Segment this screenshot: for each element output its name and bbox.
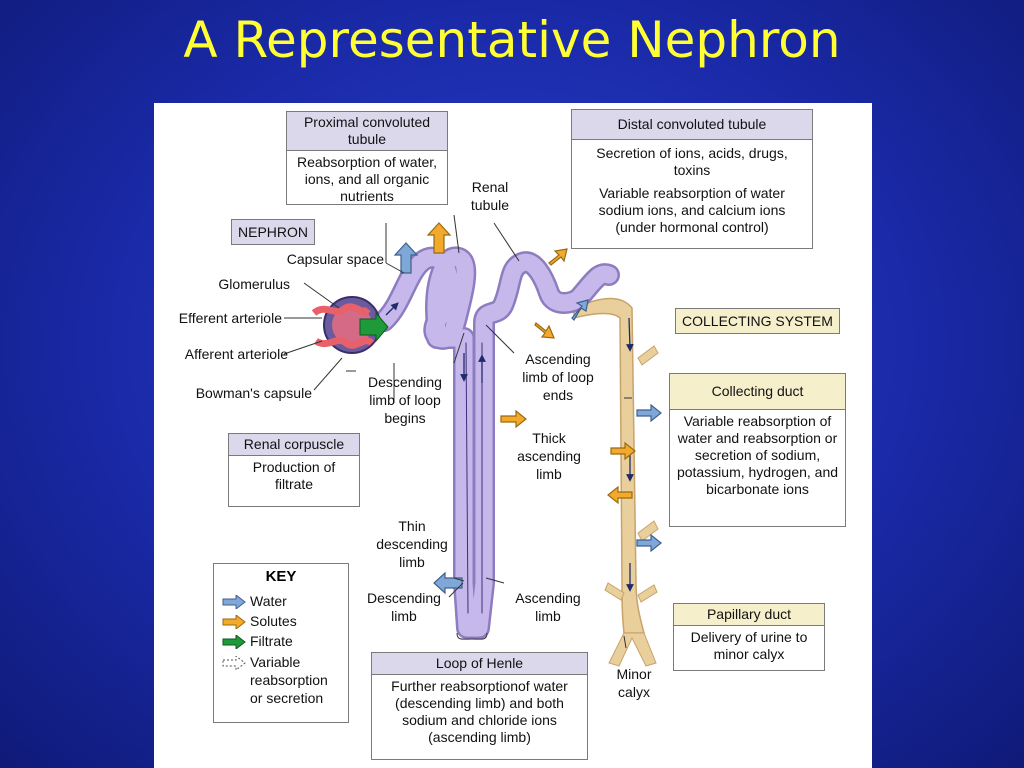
slide-title: A Representative Nephron [183,11,841,69]
collecting-duct-body: Variable reabsorption of water and reabs… [676,413,839,497]
thick-ascending-limb-label: Thick ascending limb [517,430,581,482]
ascending-limb-label: Ascending limb [515,590,581,624]
dct-body-2: Variable reabsorption of water sodium io… [598,185,786,235]
nephron-figure: Proximal convoluted tubule Reabsorption … [154,103,872,768]
descending-limb-label: Descending limb [367,590,441,624]
key-title: KEY [265,568,297,585]
collecting-duct-box: Collecting duct Variable reabsorption of… [669,373,846,527]
key-legend: KEY Water Solutes Filtrate Variable reab… [213,563,349,723]
glomerulus-label: Glomerulus [218,276,290,292]
key-item-water: Water [222,592,287,611]
nephron-drawing [283,214,662,667]
collecting-duct-shape [573,297,659,667]
renal-tubule-label: Renal tubule [470,179,510,213]
loop-of-henle-title: Loop of Henle [372,653,587,675]
pct-body: Reabsorption of water, ions, and all org… [296,154,438,204]
loop-of-henle-box: Loop of Henle Further reabsorptionof wat… [371,652,588,760]
renal-corpuscle-body: Production of filtrate [252,459,336,492]
ascending-limb-ends-label: Ascending limb of loop ends [522,351,594,403]
descending-limb-begins-label: Descending limb of loop begins [368,374,442,426]
dct-body-1: Secretion of ions, acids, drugs, toxins [596,145,788,178]
key-label-solutes: Solutes [250,613,297,629]
collecting-duct-title: Collecting duct [670,374,845,410]
efferent-arteriole-label: Efferent arteriole [178,310,282,326]
pct-box: Proximal convoluted tubule Reabsorption … [286,111,448,205]
pct-title: Proximal convoluted tubule [287,112,447,151]
papillary-duct-box: Papillary duct Delivery of urine to mino… [673,603,825,671]
thin-descending-limb-label: Thin descending limb [376,518,448,570]
renal-corpuscle-shape [311,296,389,354]
collecting-system-tag: COLLECTING SYSTEM [675,308,840,334]
key-label-variable: Variable reabsorption or secretion [250,654,328,706]
filtrate-arrow-icon [222,634,246,651]
solutes-arrow-icon [222,614,246,631]
key-label-water: Water [250,593,287,609]
dashed-arrow-icon [222,655,246,672]
key-label-filtrate: Filtrate [250,633,293,649]
renal-corpuscle-title: Renal corpuscle [229,434,359,456]
papillary-duct-body: Delivery of urine to minor calyx [690,629,808,662]
papillary-duct-title: Papillary duct [674,604,824,626]
bowmans-capsule-label: Bowman's capsule [195,385,312,401]
capsular-space-label: Capsular space [286,251,384,267]
key-item-variable: Variable reabsorption or secretion [222,653,342,707]
minor-calyx-label: Minor calyx [616,666,652,700]
water-arrow-icon [222,594,246,611]
dct-title: Distal convoluted tubule [572,110,812,140]
loop-of-henle-body: Further reabsorptionof water (descending… [391,678,568,745]
renal-corpuscle-box: Renal corpuscle Production of filtrate [228,433,360,507]
key-item-filtrate: Filtrate [222,632,293,651]
dct-box: Distal convoluted tubule Secretion of io… [571,109,813,249]
key-item-solutes: Solutes [222,612,297,631]
renal-tubule-shape [373,246,620,639]
nephron-tag: NEPHRON [231,219,316,245]
afferent-arteriole-label: Afferent arteriole [184,346,288,362]
